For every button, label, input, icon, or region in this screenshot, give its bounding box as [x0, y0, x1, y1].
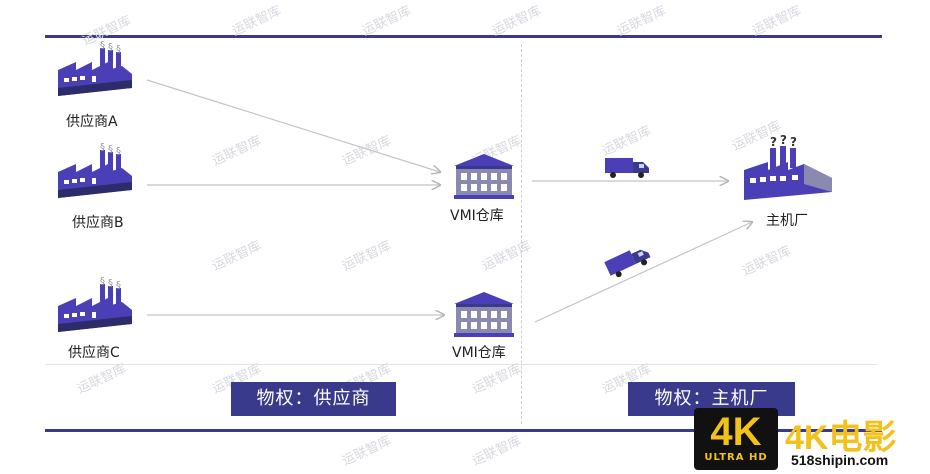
svg-text:§: §	[116, 146, 121, 157]
vmi-warehouse-2-label: VMI仓库	[452, 345, 506, 361]
svg-text:?: ?	[780, 134, 787, 147]
svg-text:?: ?	[770, 135, 777, 149]
svg-text:§: §	[108, 144, 113, 155]
ownership-supplier-badge: 物权：供应商	[231, 382, 396, 416]
svg-text:§: §	[100, 142, 105, 153]
truck-icon	[605, 158, 649, 178]
arrow-a-to-vmi	[146, 79, 440, 172]
svg-text:?: ?	[790, 135, 797, 149]
supplier-b-label: 供应商B	[72, 215, 124, 231]
svg-text:§: §	[116, 44, 121, 55]
svg-text:§: §	[108, 278, 113, 289]
warehouse-icon	[454, 292, 514, 337]
top-rule	[45, 35, 882, 38]
svg-text:§: §	[100, 276, 105, 287]
site-url: 518shipin.com	[791, 452, 889, 468]
bottom-rule	[45, 429, 882, 432]
arrow-vmi2-to-oem	[534, 222, 752, 323]
factory-icon: § § §	[58, 142, 132, 198]
factory-icon: § § §	[58, 276, 132, 332]
supplier-c-label: 供应商C	[68, 345, 120, 361]
brand-text: 4K电影	[785, 419, 897, 457]
section-divider	[521, 44, 522, 424]
supplier-a-label: 供应商A	[66, 114, 118, 130]
ownership-divider	[45, 364, 877, 365]
4k-logo: 4K ULTRA HD	[694, 408, 778, 470]
4k-logo-subtext: ULTRA HD	[704, 452, 768, 463]
svg-text:§: §	[100, 40, 105, 51]
factory-icon: § § §	[58, 40, 132, 96]
vmi-warehouse-1-label: VMI仓库	[450, 208, 504, 224]
oem-label: 主机厂	[766, 213, 808, 229]
svg-text:§: §	[116, 280, 121, 291]
4k-logo-text: 4K	[710, 410, 762, 454]
truck-icon	[604, 249, 651, 278]
svg-text:§: §	[108, 42, 113, 53]
oem-factory-icon: ? ? ?	[744, 134, 832, 200]
warehouse-icon	[454, 154, 514, 199]
